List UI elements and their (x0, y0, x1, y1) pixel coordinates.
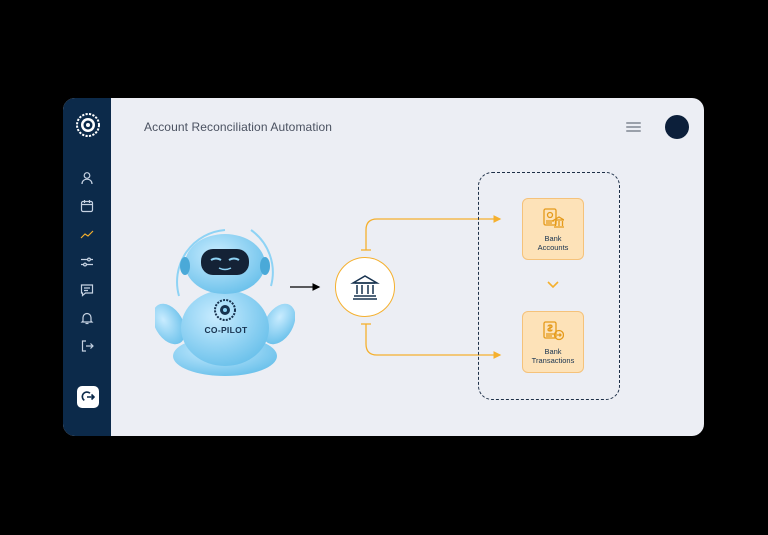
sidebar-item-profile[interactable] (79, 170, 95, 186)
user-icon (81, 172, 93, 185)
app-window: Account Reconciliation Automation (63, 98, 704, 436)
logout-button[interactable] (77, 386, 99, 408)
logout-icon (81, 391, 95, 402)
sidebar-item-calendar[interactable] (79, 198, 95, 214)
exit-icon (81, 340, 94, 352)
bank-source-node (335, 257, 395, 317)
menu-icon (626, 122, 641, 124)
menu-button[interactable] (625, 120, 643, 134)
robot-copilot-illustration (155, 229, 295, 376)
sidebar-item-exit[interactable] (79, 338, 95, 354)
bank-transactions-label: Bank Transactions (531, 347, 575, 365)
bank-accounts-card[interactable]: Bank Accounts (522, 198, 584, 260)
copilot-badge-text: CO-PILOT (204, 325, 248, 335)
bank-accounts-icon (543, 208, 564, 228)
chat-icon (80, 284, 94, 297)
sidebar-item-notifications[interactable] (79, 310, 95, 326)
avatar[interactable] (665, 115, 689, 139)
bank-transactions-card[interactable]: Bank Transactions (522, 311, 584, 373)
sidebar-item-messages[interactable] (79, 282, 95, 298)
flow-connectors (290, 215, 502, 359)
bank-accounts-label: Bank Accounts (537, 234, 569, 252)
sidebar-item-filters[interactable] (79, 254, 95, 270)
sliders-icon (81, 257, 93, 267)
sidebar-item-analytics[interactable] (79, 226, 95, 242)
calendar-icon (80, 200, 94, 213)
bell-icon (80, 312, 94, 325)
logo-icon (76, 113, 100, 137)
target-group-box (478, 172, 620, 400)
bank-transactions-icon (543, 321, 564, 341)
bank-icon (350, 275, 380, 300)
sidebar (63, 98, 111, 436)
trend-line-icon (80, 230, 94, 239)
page-title: Account Reconciliation Automation (144, 120, 333, 134)
chevron-down-icon (547, 281, 559, 289)
